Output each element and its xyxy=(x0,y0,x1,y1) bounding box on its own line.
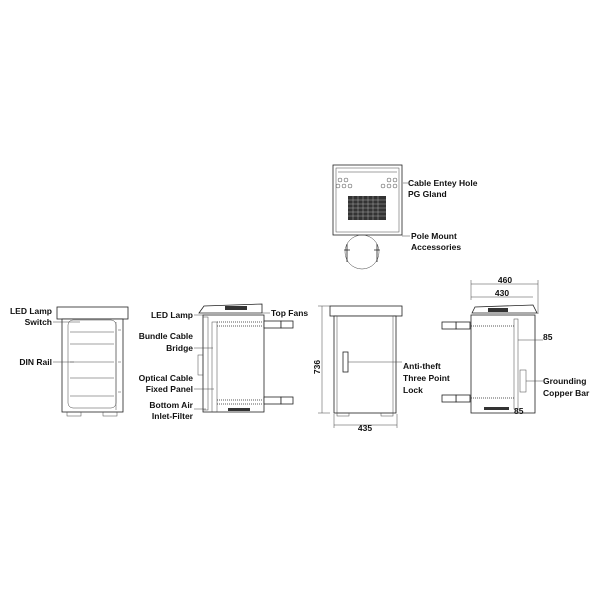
label-anti-theft: Anti-theft xyxy=(403,361,441,371)
dim-offset-bottom: 85 xyxy=(514,406,524,416)
lock-handle-icon xyxy=(342,351,349,373)
label-bundle-bridge: Bridge xyxy=(166,343,193,353)
label-led-switch-2: Switch xyxy=(25,317,52,327)
front-door-view xyxy=(318,305,403,428)
label-fixed-panel: Fixed Panel xyxy=(146,384,193,394)
label-three-point: Three Point xyxy=(403,373,450,383)
label-cable-entry: Cable Entey Hole xyxy=(408,178,478,188)
rear-side-view xyxy=(441,280,543,414)
side-view xyxy=(194,303,294,413)
label-pg-gland: PG Gland xyxy=(408,189,447,199)
dim-height: 736 xyxy=(312,360,322,374)
dim-offset-top: 85 xyxy=(543,332,553,342)
label-bottom-air: Bottom Air xyxy=(149,400,193,410)
label-grounding: Grounding xyxy=(543,376,586,386)
dim-depth-overall: 460 xyxy=(498,275,512,285)
label-din-rail: DIN Rail xyxy=(19,357,52,367)
dim-width: 435 xyxy=(358,423,372,433)
label-top-fans: Top Fans xyxy=(271,308,308,318)
label-pole-mount: Pole Mount xyxy=(411,231,457,241)
label-led-switch: LED Lamp xyxy=(10,306,52,316)
label-lock: Lock xyxy=(403,385,423,395)
label-inlet-filter: Inlet-Filter xyxy=(152,411,194,421)
label-copper-bar: Copper Bar xyxy=(543,388,590,398)
label-bundle-cable: Bundle Cable xyxy=(139,331,194,341)
label-led-lamp: LED Lamp xyxy=(151,310,193,320)
label-optical-cable: Optical Cable xyxy=(139,373,194,383)
dim-depth-body: 430 xyxy=(495,288,509,298)
front-open-view xyxy=(53,306,129,417)
label-accessories: Accessories xyxy=(411,242,461,252)
pole-icon xyxy=(344,234,380,270)
top-view xyxy=(332,164,410,270)
